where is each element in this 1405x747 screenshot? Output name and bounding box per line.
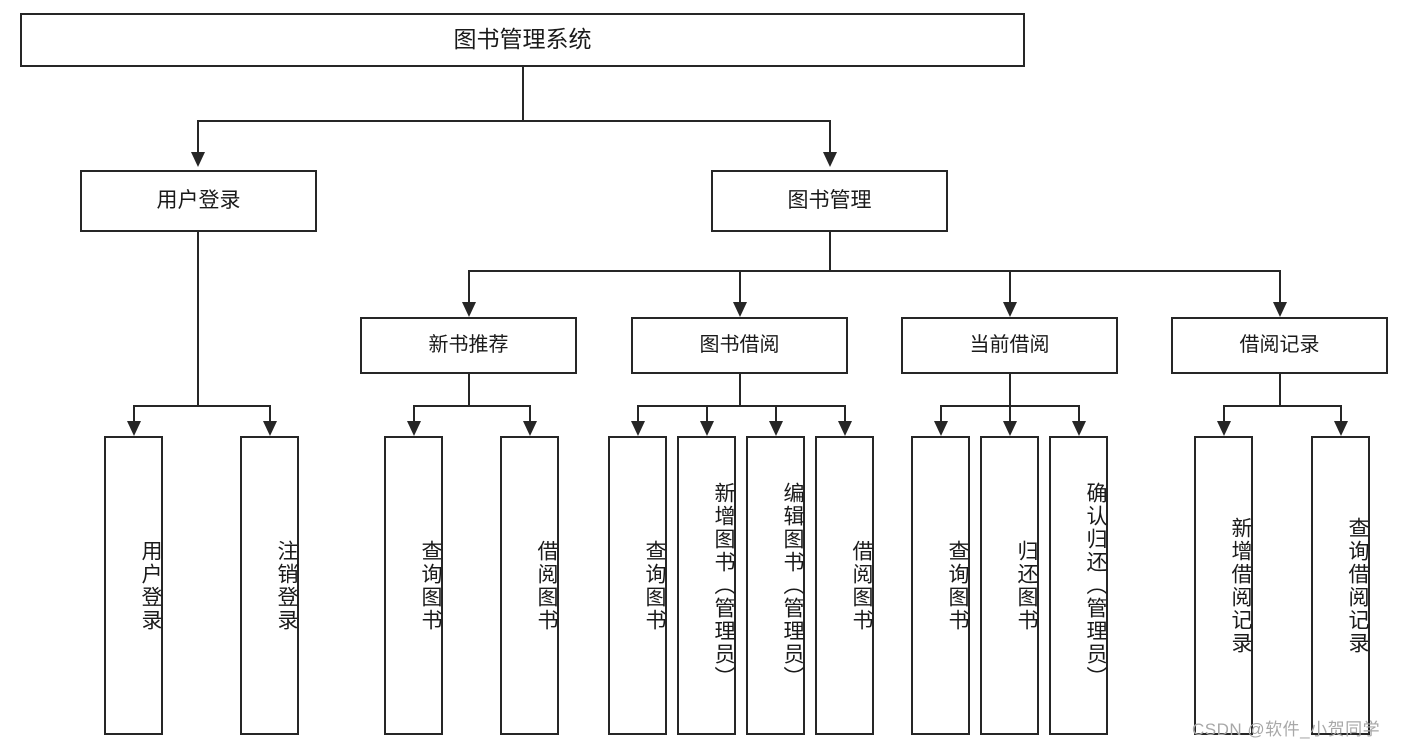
node-label: 编辑图书（管理员） xyxy=(781,482,804,689)
edge-drop-current-borrow-leaf-0 xyxy=(940,405,942,422)
arrow-to-current-borrow-leaf-1 xyxy=(1003,421,1017,436)
arrow-to-user-login-leaf-0 xyxy=(127,421,141,436)
arrow-to-current-borrow-leaf-0 xyxy=(934,421,948,436)
edge-book-borrow-bus xyxy=(637,405,845,407)
node-label: 归还图书 xyxy=(1015,539,1038,632)
node-book-borrow[interactable]: 图书借阅 xyxy=(631,317,848,374)
node-label: 新增图书（管理员） xyxy=(712,482,735,689)
arrow-to-book-borrow-leaf-1 xyxy=(700,421,714,436)
arrow-to-new-book-leaf-1 xyxy=(523,421,537,436)
arrow-to-level3-2 xyxy=(1003,302,1017,317)
edge-drop-user-login xyxy=(197,120,199,153)
csdn-watermark: CSDN @软件_小贺同学 xyxy=(1192,720,1381,739)
edge-drop-level3-3 xyxy=(1279,270,1281,303)
edge-borrow-record-stem xyxy=(1279,374,1281,405)
edge-drop-book-management xyxy=(829,120,831,153)
node-label: 新增借阅记录 xyxy=(1229,516,1252,655)
arrow-to-borrow-record-leaf-0 xyxy=(1217,421,1231,436)
edge-drop-book-borrow-leaf-1 xyxy=(706,405,708,422)
leaf-book-borrow-2[interactable]: 编辑图书（管理员） xyxy=(746,436,805,735)
arrow-to-user-login-leaf-1 xyxy=(263,421,277,436)
node-book-management[interactable]: 图书管理 xyxy=(711,170,948,232)
node-label: 查询图书 xyxy=(643,539,666,632)
node-label: 查询图书 xyxy=(419,539,442,632)
arrow-to-level3-0 xyxy=(462,302,476,317)
leaf-new-book-recommend-0[interactable]: 查询图书 xyxy=(384,436,443,735)
node-borrow-record[interactable]: 借阅记录 xyxy=(1171,317,1388,374)
leaf-book-borrow-1[interactable]: 新增图书（管理员） xyxy=(677,436,736,735)
edge-current-borrow-stem xyxy=(1009,374,1011,405)
node-label: 用户登录 xyxy=(139,539,162,632)
node-label: 查询借阅记录 xyxy=(1346,516,1369,655)
node-label: 图书管理 xyxy=(787,189,872,213)
edge-level2-bus xyxy=(197,120,831,122)
arrow-to-borrow-record-leaf-1 xyxy=(1334,421,1348,436)
arrow-to-book-borrow-leaf-0 xyxy=(631,421,645,436)
node-label: 借阅记录 xyxy=(1239,334,1320,357)
node-new-book-recommend[interactable]: 新书推荐 xyxy=(360,317,577,374)
node-label: 借阅图书 xyxy=(850,539,873,632)
arrow-to-level3-3 xyxy=(1273,302,1287,317)
node-label: 用户登录 xyxy=(156,189,241,213)
edge-drop-current-borrow-leaf-1 xyxy=(1009,405,1011,422)
edge-drop-current-borrow-leaf-2 xyxy=(1078,405,1080,422)
node-label: 图书借阅 xyxy=(699,334,780,357)
edge-drop-book-borrow-leaf-0 xyxy=(637,405,639,422)
leaf-current-borrow-2[interactable]: 确认归还（管理员） xyxy=(1049,436,1108,735)
leaf-book-borrow-3[interactable]: 借阅图书 xyxy=(815,436,874,735)
edge-new-book-stem xyxy=(468,374,470,405)
edge-book-borrow-stem xyxy=(739,374,741,405)
node-label: 图书管理系统 xyxy=(453,26,592,53)
arrow-to-current-borrow-leaf-2 xyxy=(1072,421,1086,436)
edge-drop-new-book-leaf-1 xyxy=(529,405,531,422)
edge-drop-level3-2 xyxy=(1009,270,1011,303)
node-label: 当前借阅 xyxy=(969,334,1050,357)
arrow-to-level3-1 xyxy=(733,302,747,317)
edge-new-book-bus xyxy=(413,405,530,407)
edge-drop-book-borrow-leaf-3 xyxy=(844,405,846,422)
edge-level3-bus xyxy=(468,270,1280,272)
arrow-to-new-book-leaf-0 xyxy=(407,421,421,436)
edge-user-login-bus xyxy=(133,405,270,407)
leaf-current-borrow-0[interactable]: 查询图书 xyxy=(911,436,970,735)
node-root-book-management-system[interactable]: 图书管理系统 xyxy=(20,13,1025,67)
node-label: 借阅图书 xyxy=(535,539,558,632)
node-label: 确认归还（管理员） xyxy=(1084,482,1107,689)
edge-drop-user-login-leaf-1 xyxy=(269,405,271,422)
leaf-new-book-recommend-1[interactable]: 借阅图书 xyxy=(500,436,559,735)
leaf-user-login-0[interactable]: 用户登录 xyxy=(104,436,163,735)
edge-drop-level3-1 xyxy=(739,270,741,303)
leaf-current-borrow-1[interactable]: 归还图书 xyxy=(980,436,1039,735)
arrow-to-book-management xyxy=(823,152,837,167)
edge-user-login-stem xyxy=(197,232,199,405)
edge-drop-new-book-leaf-0 xyxy=(413,405,415,422)
node-label: 查询图书 xyxy=(946,539,969,632)
node-label: 注销登录 xyxy=(275,539,298,632)
leaf-user-login-1[interactable]: 注销登录 xyxy=(240,436,299,735)
arrow-to-book-borrow-leaf-2 xyxy=(769,421,783,436)
edge-drop-book-borrow-leaf-2 xyxy=(775,405,777,422)
arrow-to-book-borrow-leaf-3 xyxy=(838,421,852,436)
leaf-book-borrow-0[interactable]: 查询图书 xyxy=(608,436,667,735)
node-current-borrow[interactable]: 当前借阅 xyxy=(901,317,1118,374)
edge-drop-borrow-record-leaf-1 xyxy=(1340,405,1342,422)
leaf-borrow-record-1[interactable]: 查询借阅记录 xyxy=(1311,436,1370,735)
edge-drop-user-login-leaf-0 xyxy=(133,405,135,422)
edge-drop-level3-0 xyxy=(468,270,470,303)
edge-drop-borrow-record-leaf-0 xyxy=(1223,405,1225,422)
leaf-borrow-record-0[interactable]: 新增借阅记录 xyxy=(1194,436,1253,735)
arrow-to-user-login xyxy=(191,152,205,167)
edge-book-management-stem xyxy=(829,232,831,270)
edge-borrow-record-bus xyxy=(1223,405,1341,407)
node-label: 新书推荐 xyxy=(428,334,509,357)
edge-root-stem xyxy=(522,67,524,120)
node-user-login[interactable]: 用户登录 xyxy=(80,170,317,232)
